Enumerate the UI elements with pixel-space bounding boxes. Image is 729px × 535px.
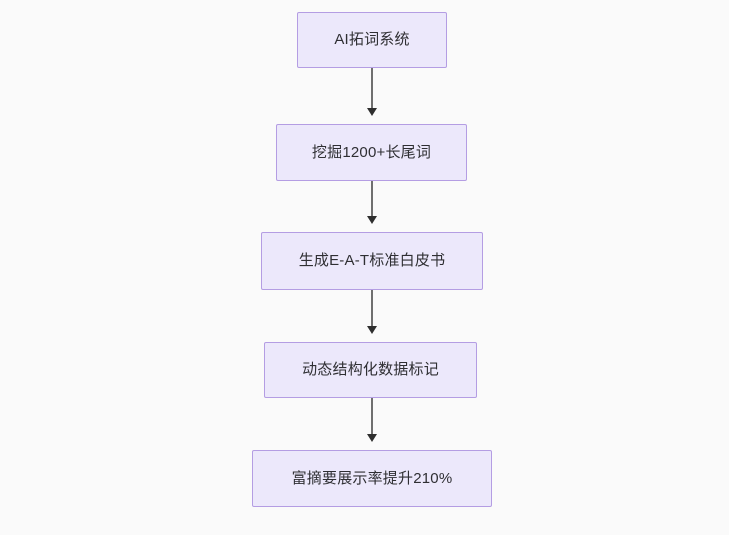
flow-node-label: 生成E-A-T标准白皮书 [298,252,446,269]
flow-node-generate-eat-whitepaper[interactable]: 生成E-A-T标准白皮书 [261,232,483,290]
flow-node-ai-keyword-system[interactable]: AI拓词系统 [297,12,447,68]
connector-line [370,181,374,217]
connector-line [370,398,374,435]
flow-node-dynamic-structured-data-markup[interactable]: 动态结构化数据标记 [264,342,477,398]
connector-node4-node5 [366,398,378,442]
connector-line [370,68,374,109]
flow-node-mine-longtail-keywords[interactable]: 挖掘1200+长尾词 [276,124,467,181]
connector-node2-node3 [366,181,378,224]
connector-line [370,290,374,327]
arrowhead-icon [366,108,377,116]
flow-node-label: 动态结构化数据标记 [302,361,439,378]
connector-node3-node4 [366,290,378,334]
arrowhead-icon [366,434,377,442]
arrowhead-icon [366,216,377,224]
flow-node-label: 挖掘1200+长尾词 [311,143,432,161]
flow-node-label: 富摘要展示率提升210% [291,469,453,487]
connector-node1-node2 [366,68,378,116]
arrowhead-icon [366,326,377,334]
flow-node-rich-snippet-rate-increase[interactable]: 富摘要展示率提升210% [252,450,492,507]
flow-node-label: AI拓词系统 [334,31,410,48]
